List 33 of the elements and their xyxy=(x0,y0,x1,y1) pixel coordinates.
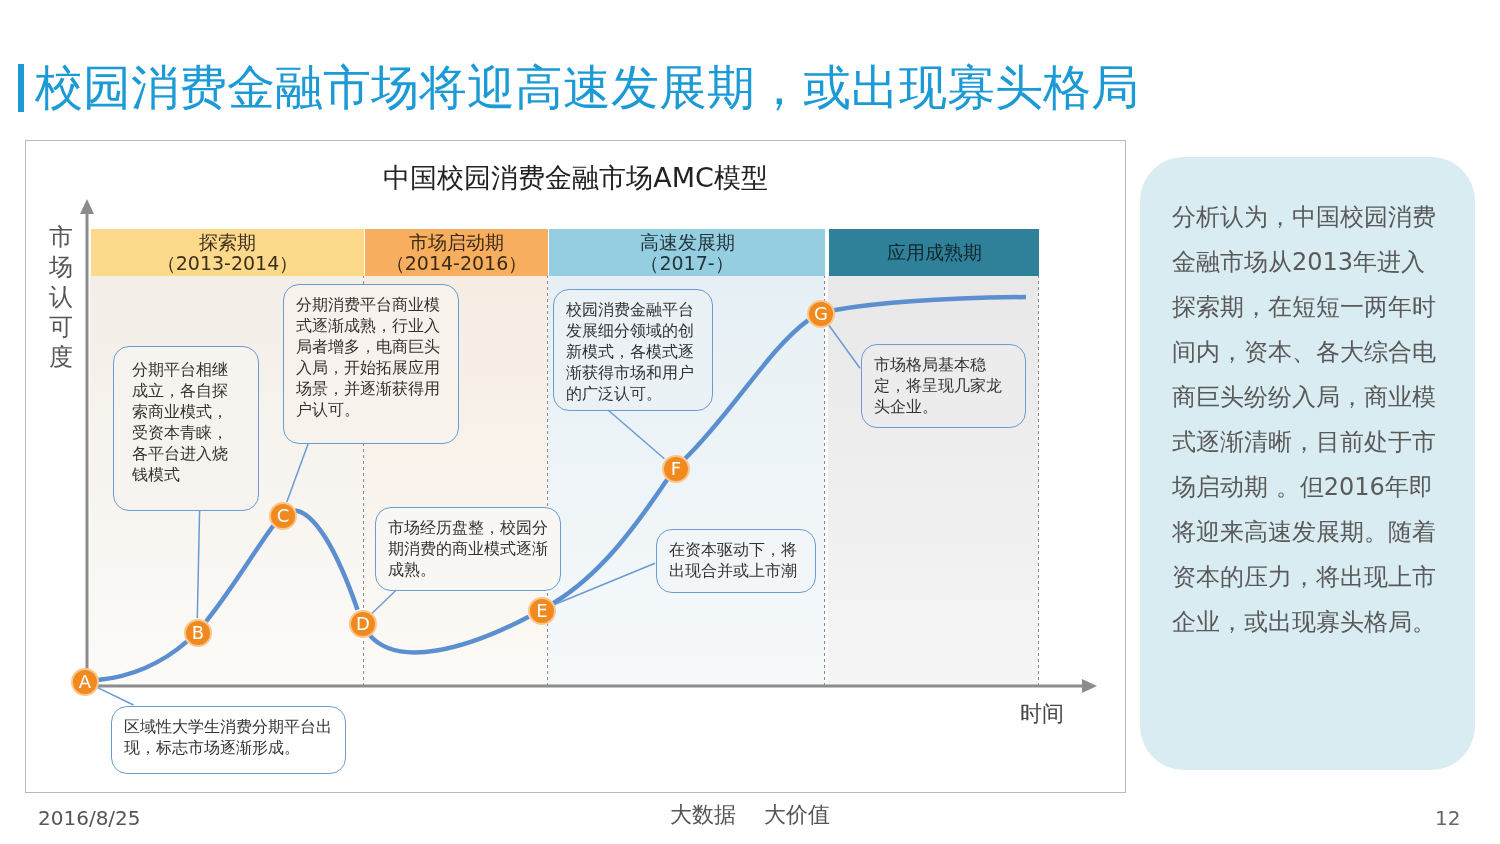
phase-years: （2013-2014） xyxy=(156,252,299,274)
footer-date: 2016/8/25 xyxy=(38,805,141,831)
phase-name: 高速发展期 xyxy=(639,231,735,253)
callout-box: 在资本驱动下，将出现合并或上市潮 xyxy=(656,529,816,593)
phase-years: （2014-2016） xyxy=(385,252,528,274)
axis-title: 市场认可度 xyxy=(48,222,74,372)
callout-box: 区域性大学生消费分期平台出现，标志市场逐渐形成。 xyxy=(111,706,346,774)
curve-line xyxy=(367,614,530,655)
phase-name: 探索期 xyxy=(199,231,256,253)
callout-box: 市场经历盘整，校园分期消费的商业模式逐渐成熟。 xyxy=(375,507,561,591)
phase-band: 应用成熟期 xyxy=(829,229,1039,276)
callout-box: 分期平台相继成立，各自探索商业模式，受资本青睐，各平台进入烧钱模式 xyxy=(113,346,259,511)
callout-box: 校园消费金融平台发展细分领域的创新模式，各模式逐渐获得市场和用户的广泛认可。 xyxy=(553,289,713,411)
slide-title: 校园消费金融市场将迎高速发展期，或出现寡头格局 xyxy=(35,58,1139,116)
curve-line xyxy=(97,639,189,683)
curve-line xyxy=(294,508,360,611)
curve-line xyxy=(204,524,275,623)
phase-years: （2017-） xyxy=(640,252,734,274)
callout-box: 分期消费平台商业模式逐渐成熟，行业入局者增多，电商巨头入局，开始拓展应用场景，并逐渐获得用户认可。 xyxy=(283,284,459,444)
phase-band xyxy=(365,229,548,276)
phase-band xyxy=(91,229,364,276)
phase-name: 市场启动期 xyxy=(409,231,504,253)
chart-title: 中国校园消费金融市场AMC模型 xyxy=(383,161,768,195)
axis-title: 时间 xyxy=(1020,700,1064,728)
page-number: 12 xyxy=(1435,805,1461,831)
phase-band xyxy=(549,229,825,276)
summary-panel: 分析认为，中国校园消费金融市场从2013年进入探索期，在短短一两年时间内，资本、各大综合电商巨头纷纷入局，商业模式逐渐清晰，目前处于市场启动期 。但2016年即将迎来高速发展期。随着资本的压力，将出现上市企业，或出现寡头格局。 xyxy=(1140,157,1475,770)
curve-line xyxy=(833,294,1027,313)
point-marker: A xyxy=(71,668,99,696)
callout-box: 市场格局基本稳定，将呈现几家龙头企业。 xyxy=(861,344,1026,428)
curve-line xyxy=(551,478,670,606)
curve-line xyxy=(683,318,810,461)
footer-tagline: 大数据 大价值 xyxy=(669,801,831,829)
